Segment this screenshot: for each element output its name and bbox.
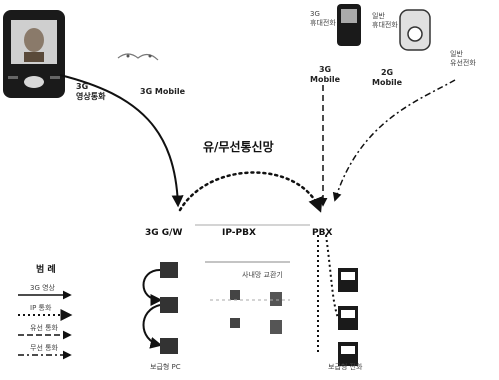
legend-item-2: IP 통화 xyxy=(30,303,51,313)
flip-phone-icon xyxy=(400,10,430,50)
pc-loop-2 xyxy=(144,305,161,345)
pc-icon xyxy=(160,262,178,354)
phone-normal-label: 일반 휴대전화 xyxy=(372,12,398,30)
diagram-title: 유/무선통신망 xyxy=(203,138,274,155)
node-ippbx: IP-PBX xyxy=(222,228,256,238)
2g-mobile-link xyxy=(335,80,455,200)
mobile-3g-left-label: 3G Mobile xyxy=(140,87,185,96)
legend-title: 범 례 xyxy=(36,262,56,275)
desk-phone-icon xyxy=(338,268,358,366)
3g-phone-icon xyxy=(337,4,361,46)
mobile-2g-label: 2G Mobile xyxy=(372,68,402,88)
phone-label: 보급형 전화 xyxy=(328,362,362,372)
legend-item-3: 유선 통화 xyxy=(30,323,58,333)
middle-label: 사내망 교환기 xyxy=(242,270,283,280)
pc-loop-1 xyxy=(144,270,161,300)
signal-icon xyxy=(118,54,158,60)
pc-label: 보급형 PC xyxy=(150,362,181,372)
video-call-label: 3G 영상통화 xyxy=(76,82,105,102)
phone-3g-label: 3G 휴대전화 xyxy=(310,10,336,28)
legend-item-1: 3G 영상 xyxy=(30,283,55,293)
phone-wired-label: 일반 유선전화 xyxy=(450,50,476,68)
node-pbx: PBX xyxy=(312,228,332,238)
video-phone-icon xyxy=(3,10,65,98)
node-gateway: 3G G/W xyxy=(145,228,182,238)
mobile-3g-right-label: 3G Mobile xyxy=(310,65,340,85)
pbx-phone-links xyxy=(318,235,338,355)
legend-item-4: 무선 통화 xyxy=(30,343,58,353)
ip-link-arc xyxy=(180,173,320,211)
